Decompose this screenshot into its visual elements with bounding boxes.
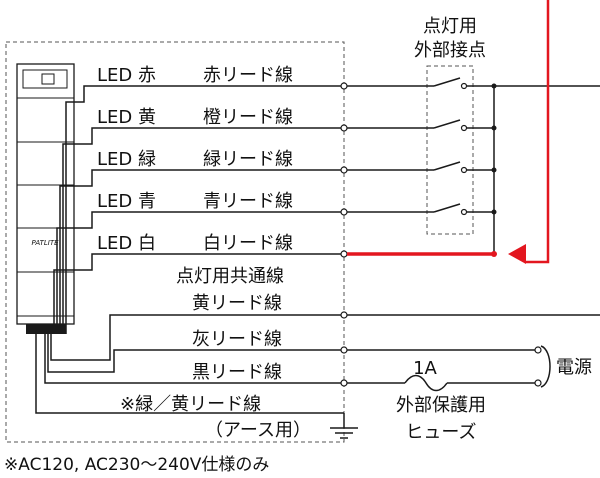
contacts-title-line2: 外部接点 xyxy=(414,40,486,61)
footnote: ※AC120, AC230〜240V仕様のみ xyxy=(4,455,269,475)
led-label-yellow: LED 黄 xyxy=(97,107,156,128)
contacts-title-line1: 点灯用 xyxy=(423,16,477,37)
black-lead-label: 黒リード線 xyxy=(192,362,282,383)
fuse-label-line2: ヒューズ xyxy=(405,422,476,443)
external-contacts xyxy=(347,65,600,257)
common-line-label: 点灯用共通線 xyxy=(176,266,284,287)
yellow-lead-label: 黄リード線 xyxy=(192,293,282,314)
power-label: 電源 xyxy=(556,357,592,378)
lead-label-blue: 青リード線 xyxy=(203,191,293,212)
lead-bundle xyxy=(35,85,344,414)
ground-lead-note: （アース用） xyxy=(205,420,311,441)
led-label-red: LED 赤 xyxy=(97,65,156,86)
ground-symbol xyxy=(330,413,358,439)
patlite-logo: PATLITE xyxy=(31,239,59,247)
signal-tower: PATLITE xyxy=(16,63,75,334)
led-label-green: LED 緑 xyxy=(97,149,156,170)
led-label-blue: LED 青 xyxy=(97,191,156,212)
lead-label-green: 緑リード線 xyxy=(203,149,293,170)
lead-label-red: 赤リード線 xyxy=(203,65,293,86)
fuse-rating-label: 1A xyxy=(413,358,437,379)
fuse-label-line1: 外部保護用 xyxy=(396,395,486,416)
lead-label-white: 白リード線 xyxy=(203,233,293,254)
product-boundary xyxy=(5,41,345,443)
ground-lead-label: ※緑／黄リード線 xyxy=(120,394,261,415)
gray-lead-label: 灰リード線 xyxy=(192,329,282,350)
lead-label-orange: 橙リード線 xyxy=(203,107,293,128)
led-label-white: LED 白 xyxy=(97,233,156,254)
terminal-circles xyxy=(340,82,348,387)
power-lines xyxy=(347,345,551,392)
common-wire-highlight xyxy=(347,0,550,264)
